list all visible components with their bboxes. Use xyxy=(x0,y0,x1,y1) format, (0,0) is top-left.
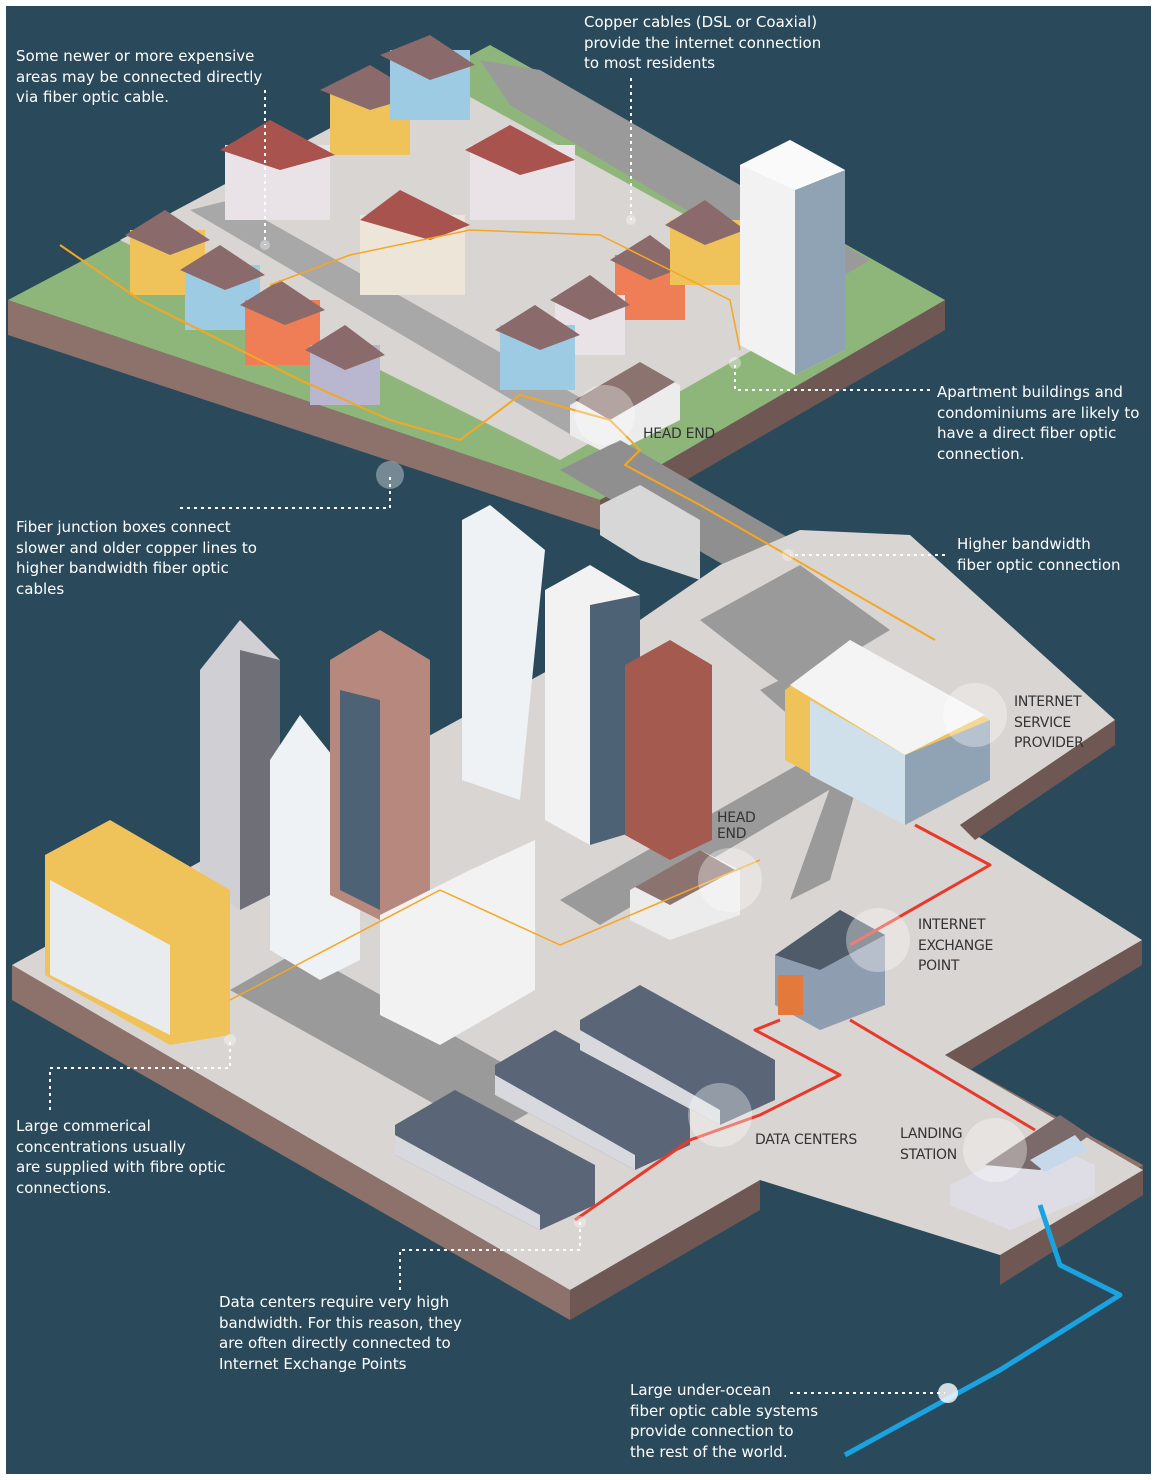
highlight-circles xyxy=(224,215,1027,1403)
label-data-centers: DATA CENTERS xyxy=(755,1132,858,1148)
label-head-end-city: HEAD END xyxy=(717,810,756,842)
backbone-cable xyxy=(574,1018,842,1222)
backbone-cable xyxy=(849,1018,1036,1132)
city-buildings xyxy=(45,505,740,1045)
annotation-higher-bandwidth: Higher bandwidth fiber optic connection xyxy=(957,535,1121,574)
data-center-buildings xyxy=(395,985,775,1230)
annotation-undersea-cables: Large under-ocean fiber optic cable syst… xyxy=(630,1381,819,1461)
copper-cable xyxy=(229,859,761,1001)
head-end-building-top xyxy=(570,362,680,455)
landing-station-building xyxy=(950,1115,1095,1230)
label-landing-station: LANDING STATION xyxy=(900,1126,963,1163)
isp-building xyxy=(785,640,990,825)
apartment-tower xyxy=(740,140,845,375)
label-internet-service-provider: INTERNET SERVICE PROVIDER xyxy=(1014,694,1084,751)
annotation-copper-cables: Copper cables (DSL or Coaxial) provide t… xyxy=(584,13,822,72)
copper-cable xyxy=(59,244,936,641)
label-head-end-residential: HEAD END xyxy=(643,426,715,442)
annotation-junction-boxes: Fiber junction boxes connect slower and … xyxy=(16,518,257,598)
copper-cable xyxy=(269,229,741,351)
annotation-fiber-areas: Some newer or more expensive areas may b… xyxy=(16,47,263,106)
label-internet-exchange-point: INTERNET EXCHANGE POINT xyxy=(918,917,994,974)
backbone-cable xyxy=(849,823,992,947)
houses xyxy=(125,35,745,405)
road-city xyxy=(230,950,560,1135)
annotation-data-centers: Data centers require very high bandwidth… xyxy=(219,1293,462,1373)
annotation-apartments: Apartment buildings and condominiums are… xyxy=(937,383,1140,463)
leader-lines xyxy=(49,78,945,1394)
annotation-commercial: Large commerical concentrations usually … xyxy=(16,1117,226,1197)
